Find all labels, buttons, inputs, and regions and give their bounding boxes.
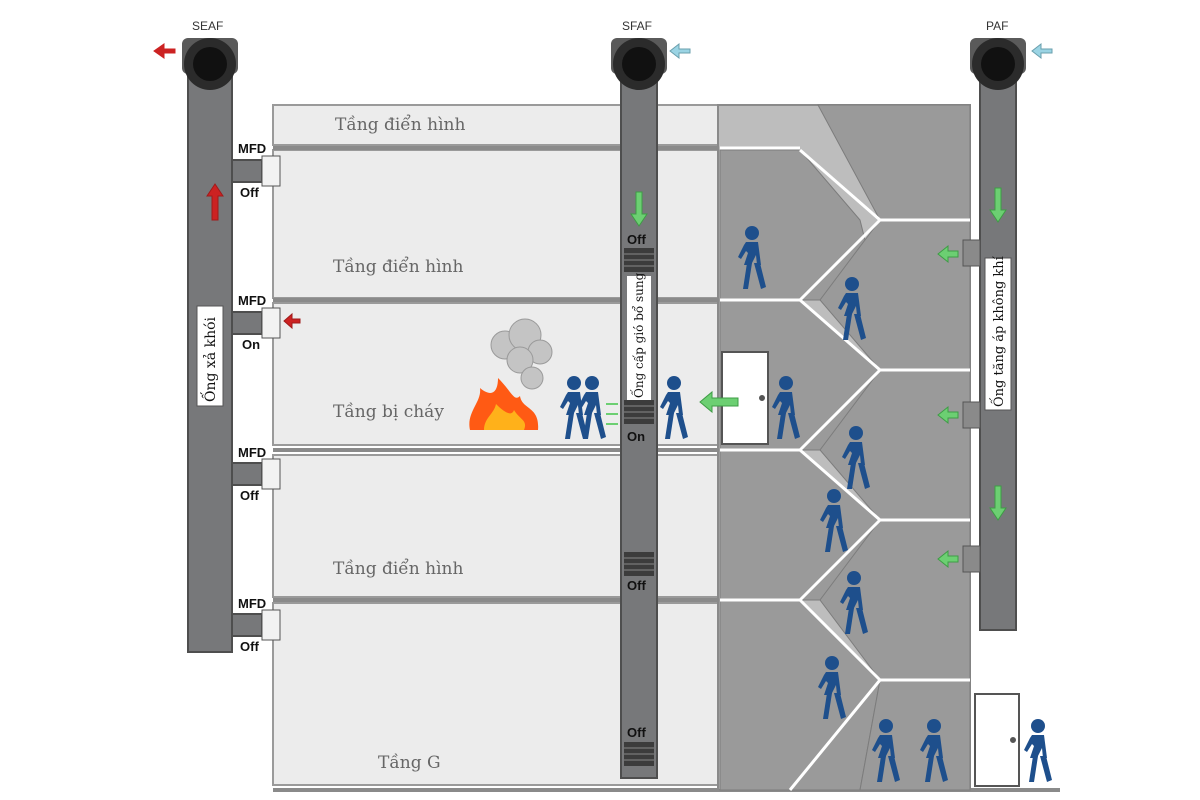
small-supply-arrows-icon	[606, 403, 618, 425]
blue-arrow-left-icon	[1031, 42, 1053, 60]
smoke-exhaust-duct-label: Ống xả khói	[199, 316, 219, 402]
smoke-exhaust-duct: Ống xả khói	[187, 69, 281, 653]
damper-labels: MFD Off MFD On MFD Off MFD Off	[238, 141, 266, 654]
pressurization-duct-label: Ống tăng áp không khí	[989, 255, 1007, 407]
arrows	[153, 42, 1053, 569]
floor-label-fire: Tầng bị cháy	[333, 402, 444, 422]
sfaf-fan	[611, 38, 667, 90]
mfd-label: MFD	[238, 141, 266, 156]
mfd-damper	[261, 155, 281, 187]
green-arrow-left-icon	[699, 390, 739, 414]
person-icon	[1024, 719, 1052, 782]
sfaf-state-upper: Off	[627, 232, 646, 247]
green-arrow-left-icon	[937, 549, 959, 569]
pressurization-outlet	[962, 239, 981, 267]
green-arrow-down-icon	[989, 187, 1007, 223]
red-arrow-left-icon	[283, 312, 301, 330]
sfaf-state-lower: Off	[627, 578, 646, 593]
supply-air-duct: Ống cấp gió bổ sung Off On Off Off	[620, 69, 658, 779]
mfd-damper	[261, 609, 281, 641]
floor-labels: Tầng điển hình Tầng điển hình Tầng bị ch…	[333, 115, 465, 773]
mfd-label: MFD	[238, 596, 266, 611]
red-arrow-left-icon	[153, 43, 176, 59]
floor-label-lower: Tầng điển hình	[333, 559, 463, 579]
supply-air-duct-label: Ống cấp gió bổ sung	[629, 272, 646, 398]
floor-label-ground: Tầng G	[378, 753, 441, 773]
blue-arrow-left-icon	[669, 42, 691, 60]
pressurization-duct: Ống tăng áp không khí	[962, 69, 1017, 631]
sfaf-state-fire: On	[627, 429, 645, 444]
paf-fan	[970, 38, 1026, 90]
sfaf-label: SFAF	[622, 19, 652, 33]
mfd-damper	[261, 307, 281, 339]
mfd-state: Off	[240, 639, 259, 654]
fans: SEAF SFAF PAF	[182, 19, 1026, 90]
seaf-fan	[182, 38, 238, 90]
smoke-icon	[490, 318, 553, 390]
seaf-label: SEAF	[192, 19, 223, 33]
green-arrow-down-icon	[989, 485, 1007, 521]
mfd-state: Off	[240, 488, 259, 503]
mfd-label: MFD	[238, 445, 266, 460]
paf-label: PAF	[986, 19, 1008, 33]
fire-icon	[469, 378, 539, 430]
green-arrow-left-icon	[937, 244, 959, 264]
mfd-state: On	[242, 337, 260, 352]
floor-label-upper: Tầng điển hình	[333, 257, 463, 277]
green-arrow-down-icon	[630, 191, 648, 227]
sfaf-state-ground: Off	[627, 725, 646, 740]
red-arrow-up-icon	[206, 183, 224, 221]
stairwell	[717, 104, 971, 791]
mfd-state: Off	[240, 185, 259, 200]
mfd-label: MFD	[238, 293, 266, 308]
green-arrow-left-icon	[937, 405, 959, 425]
pressurization-outlet	[962, 545, 981, 573]
pressurization-outlet	[962, 401, 981, 429]
mfd-damper	[261, 458, 281, 490]
floor-label-top: Tầng điển hình	[335, 115, 465, 135]
